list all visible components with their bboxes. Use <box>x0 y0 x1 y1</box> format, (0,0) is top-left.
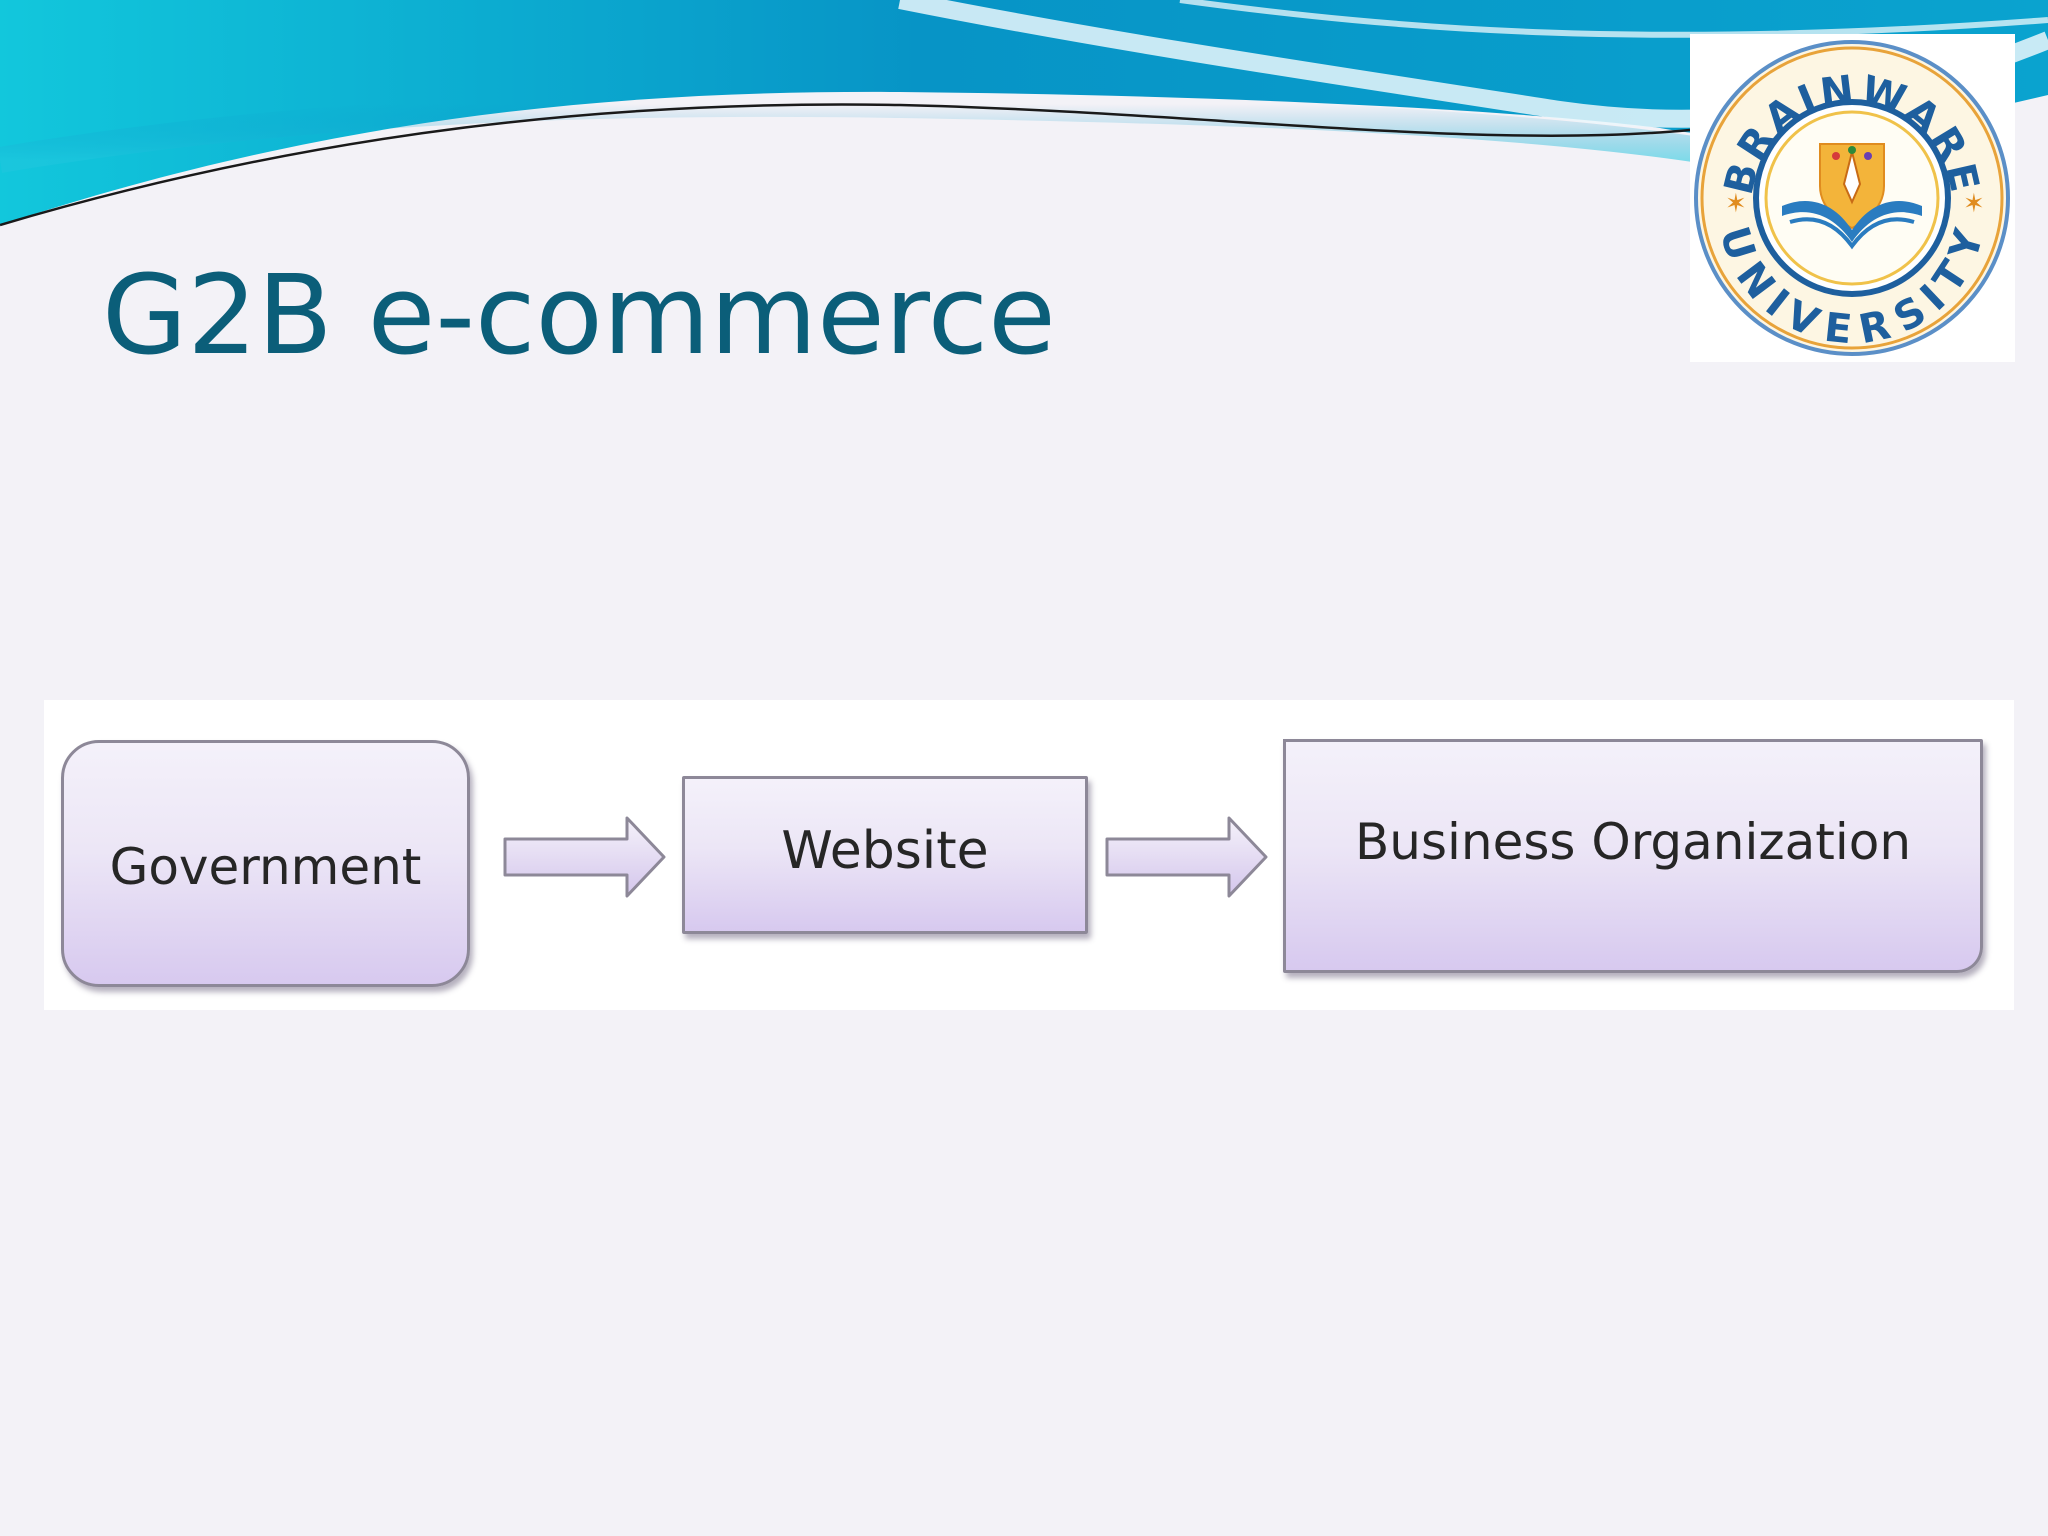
svg-text:✶: ✶ <box>1725 189 1747 219</box>
node-business-organization: Business Organization <box>1283 739 1983 973</box>
arrow-right-icon <box>503 816 666 898</box>
arrow-right-icon <box>1105 816 1268 898</box>
svg-text:✶: ✶ <box>1963 189 1985 219</box>
university-logo: ✶ ✶ BRAINWARE UNIVERSITY <box>1690 34 2015 362</box>
brainware-university-seal-icon: ✶ ✶ BRAINWARE UNIVERSITY <box>1692 38 2012 358</box>
node-website: Website <box>682 776 1088 934</box>
node-government: Government <box>61 740 470 987</box>
slide-title: G2B e-commerce <box>102 251 1056 379</box>
